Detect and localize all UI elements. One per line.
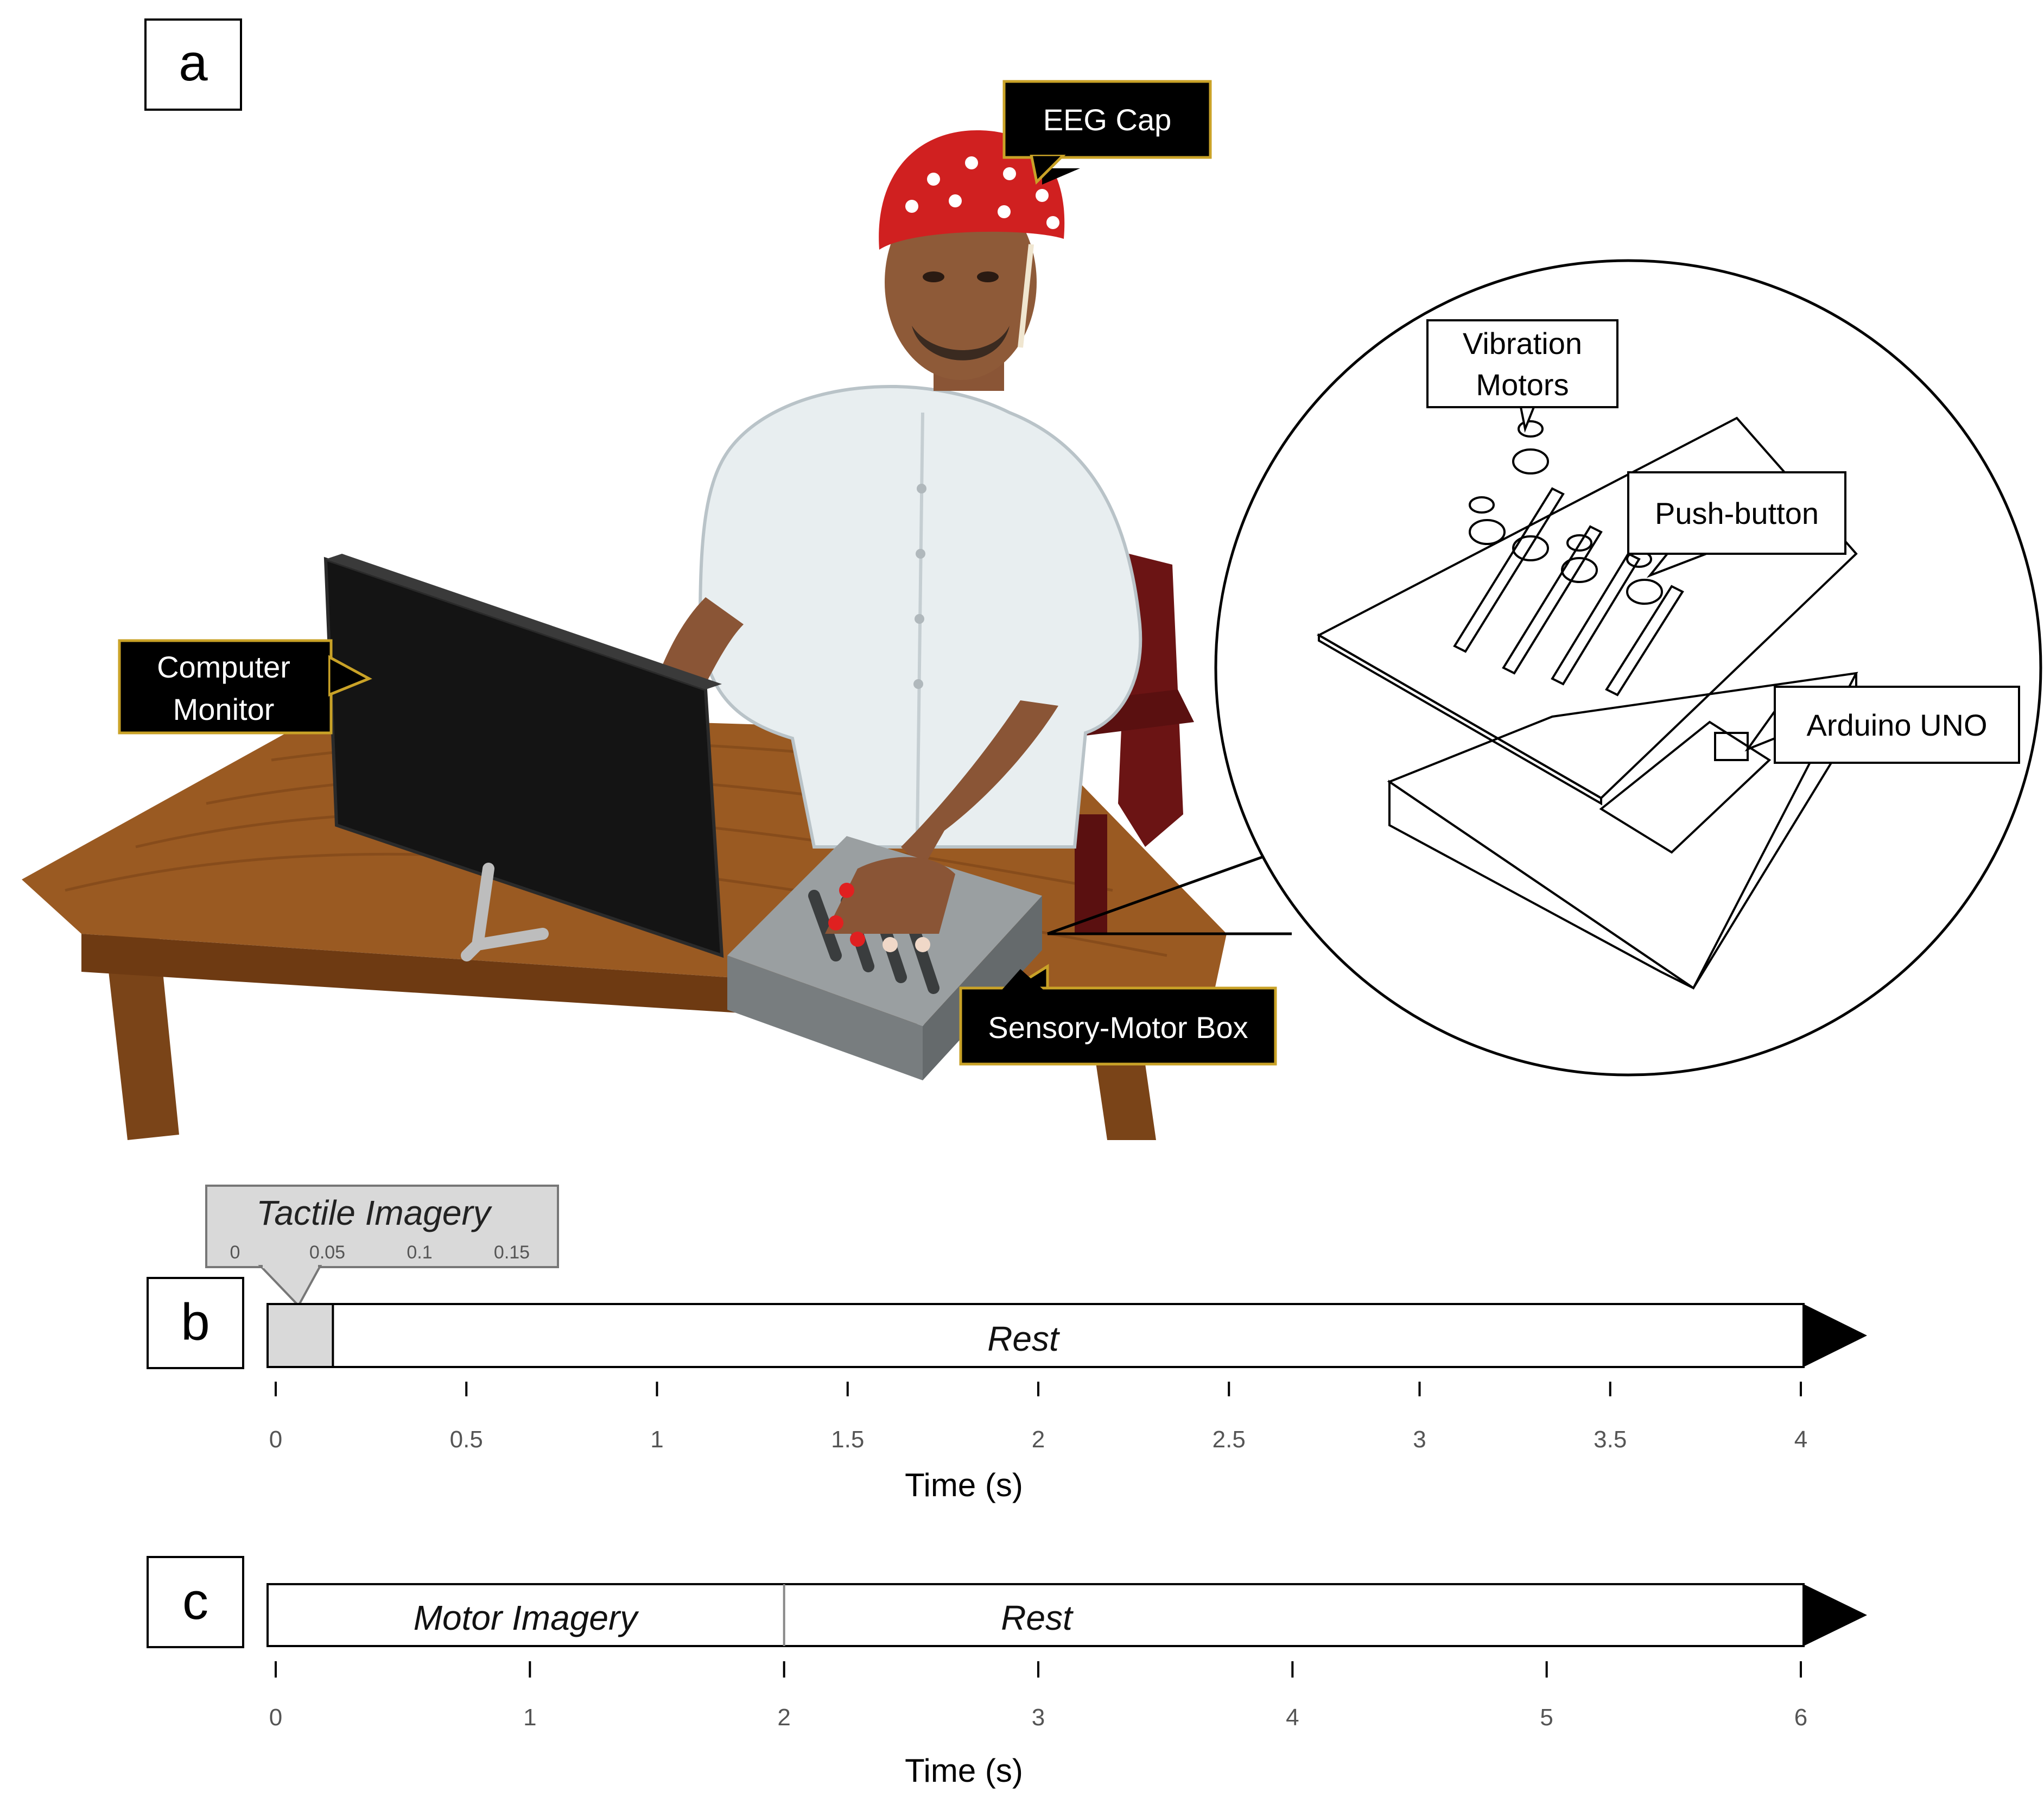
timeline-c-rest-label: Rest bbox=[1001, 1598, 1074, 1637]
timeline-c-ticks: 0 1 2 3 4 5 6 bbox=[269, 1661, 1807, 1731]
callout-box-label: Sensory-Motor Box bbox=[988, 1010, 1248, 1045]
chair-leg bbox=[1075, 814, 1107, 934]
timeline-c-tick-label: 0 bbox=[269, 1704, 282, 1731]
inset-label-arduino: Arduino UNO bbox=[1744, 686, 2020, 764]
timeline-c-xlabel: Time (s) bbox=[905, 1752, 1023, 1789]
callout-eeg-cap-label: EEG Cap bbox=[1043, 103, 1172, 137]
person-right-arm bbox=[901, 700, 1058, 869]
timeline-c-axis: 0 1 2 3 4 5 6 Time (s) bbox=[269, 1661, 1807, 1789]
inset-circle bbox=[1214, 259, 2042, 1077]
eeg-cap bbox=[879, 130, 1065, 250]
person-hand bbox=[825, 857, 955, 934]
callout-monitor-line2: Monitor bbox=[173, 692, 275, 726]
timeline-c-tick-label: 4 bbox=[1286, 1704, 1299, 1731]
timeline-b-tick-label: 4 bbox=[1794, 1426, 1807, 1453]
inset-push-button-label: Push-button bbox=[1655, 496, 1819, 530]
timeline-c-tick-label: 5 bbox=[1540, 1704, 1553, 1731]
tactile-imagery-segment bbox=[266, 1303, 334, 1368]
inset-label-vibration-motors: Vibration Motors bbox=[1426, 319, 1618, 433]
timeline-b-tick-label: 1.5 bbox=[831, 1426, 864, 1453]
timeline-b-tick-label: 3.5 bbox=[1594, 1426, 1627, 1453]
timeline-b-tick-label: 0 bbox=[269, 1426, 282, 1453]
timeline-b-axis: 0 0.5 1 1.5 2 2.5 3 3.5 4 Time (s) bbox=[269, 1382, 1807, 1503]
zoom-tick-label: 0.1 bbox=[407, 1242, 432, 1263]
timeline-c-motor-imagery-label: Motor Imagery bbox=[414, 1598, 640, 1637]
sensory-motor-box-front bbox=[727, 955, 923, 1080]
panel-b-letter-box bbox=[147, 1277, 244, 1369]
timeline-b-ticks: 0 0.5 1 1.5 2 2.5 3 3.5 4 bbox=[269, 1382, 1807, 1453]
timeline-c-tick-label: 1 bbox=[523, 1704, 536, 1731]
timeline-b-xlabel: Time (s) bbox=[905, 1467, 1023, 1503]
inset-vibration-line2: Motors bbox=[1476, 368, 1569, 402]
panel-b-letter: b bbox=[181, 1293, 210, 1351]
panel-a-letter: a bbox=[179, 34, 208, 92]
panel-b: b Tactile Imagery 0 0.05 0.1 0.15 Rest 0… bbox=[147, 1185, 1867, 1503]
tactile-zoom-title: Tactile Imagery bbox=[256, 1193, 493, 1232]
panel-c-letter: c bbox=[182, 1572, 208, 1630]
timeline-b-bar: Rest bbox=[266, 1303, 1867, 1368]
timeline-b-tick-label: 0.5 bbox=[450, 1426, 483, 1453]
zoom-tick-label: 0.05 bbox=[309, 1242, 345, 1263]
timeline-c-tick-label: 6 bbox=[1794, 1704, 1807, 1731]
callout-sensory-motor-box: Sensory-Motor Box bbox=[959, 964, 1277, 1066]
tactile-zoom-callout: Tactile Imagery 0 0.05 0.1 0.15 bbox=[205, 1185, 559, 1308]
callout-computer-monitor: Computer Monitor bbox=[118, 639, 372, 735]
panel-c-letter-box bbox=[147, 1556, 244, 1648]
callout-monitor-line1: Computer bbox=[157, 650, 290, 684]
timeline-b-rest-label: Rest bbox=[987, 1319, 1060, 1358]
monitor-screen bbox=[323, 556, 724, 958]
inset-arduino-label: Arduino UNO bbox=[1806, 708, 1987, 742]
monitor-stand bbox=[461, 863, 549, 961]
timeline-c-bar: Motor Imagery Rest bbox=[266, 1583, 1867, 1647]
zoom-tick-label: 0 bbox=[230, 1242, 240, 1263]
panel-a: a bbox=[22, 18, 2042, 1140]
timeline-c-arrowhead bbox=[1804, 1584, 1867, 1646]
monitor-back-edge bbox=[326, 554, 722, 689]
zoom-tick-label: 0.15 bbox=[494, 1242, 530, 1263]
timeline-c-tick-label: 2 bbox=[777, 1704, 790, 1731]
inset-vibration-line1: Vibration bbox=[1463, 326, 1582, 360]
timeline-b-tick-label: 2 bbox=[1032, 1426, 1045, 1453]
timeline-b-arrowhead bbox=[1804, 1304, 1867, 1367]
inset-label-push-button: Push-button bbox=[1627, 471, 1846, 578]
scene-illustration bbox=[22, 130, 1227, 1140]
panel-c: c Motor Imagery Rest 0 1 2 3 4 5 6 Time (s) bbox=[147, 1556, 1867, 1789]
panel-a-letter-box bbox=[144, 18, 242, 111]
timeline-b-tick-label: 1 bbox=[650, 1426, 663, 1453]
timeline-c-tick-label: 3 bbox=[1032, 1704, 1045, 1731]
callout-eeg-cap: EEG Cap bbox=[1002, 80, 1212, 185]
timeline-b-tick-label: 3 bbox=[1413, 1426, 1426, 1453]
timeline-b-tick-label: 2.5 bbox=[1213, 1426, 1246, 1453]
inset-magnifier: Vibration Motors Push-button Arduino UNO bbox=[1047, 259, 2042, 1077]
